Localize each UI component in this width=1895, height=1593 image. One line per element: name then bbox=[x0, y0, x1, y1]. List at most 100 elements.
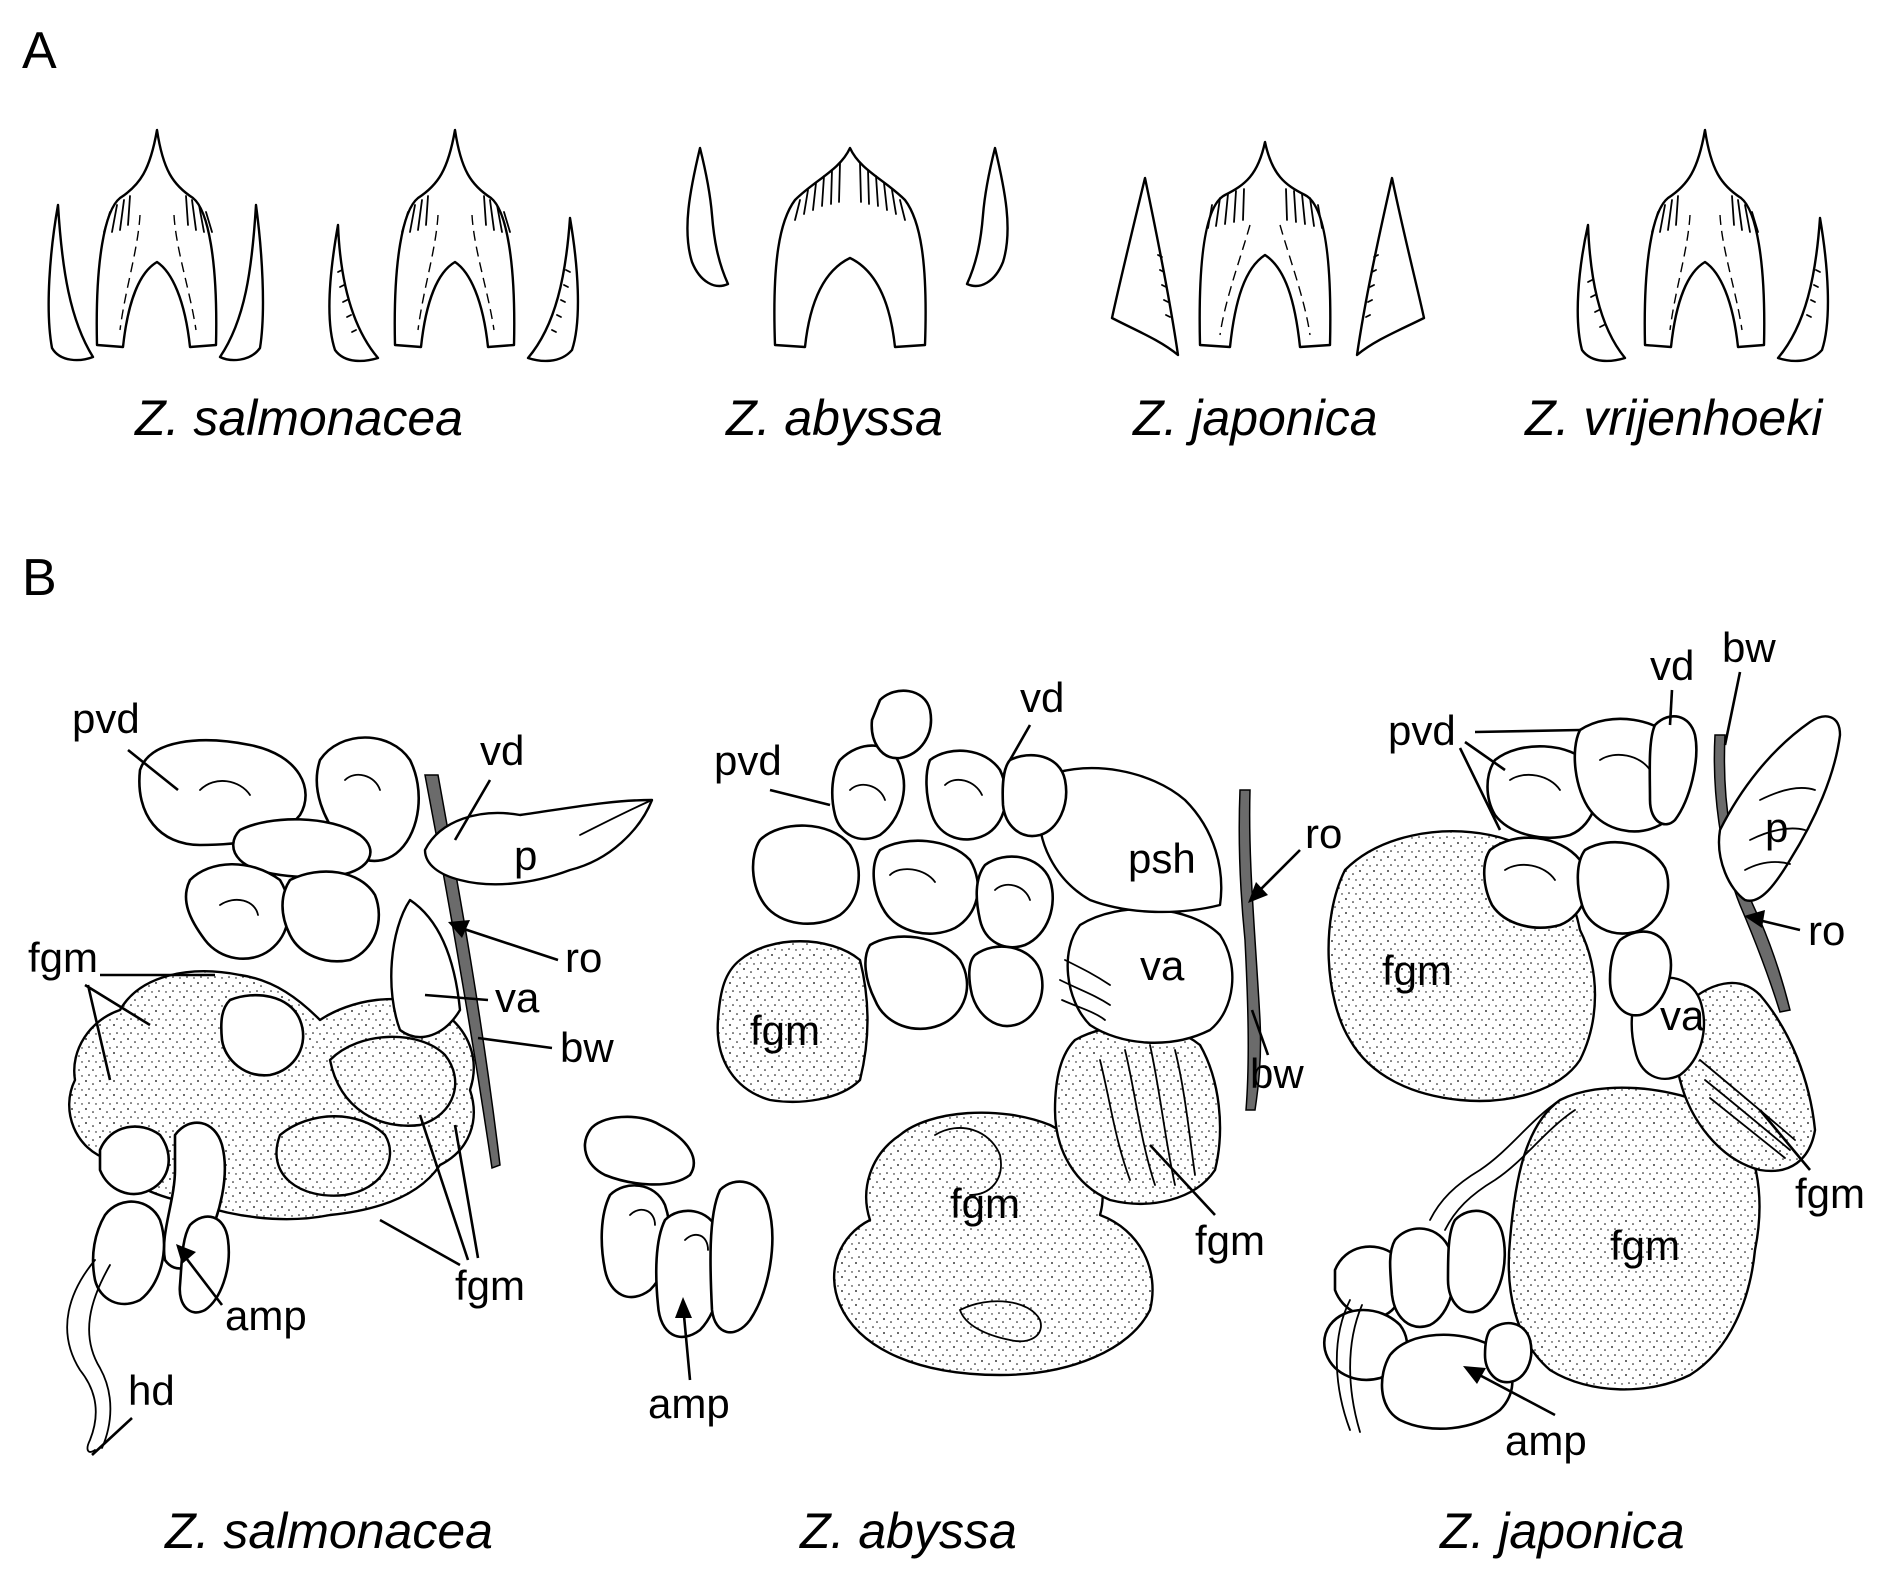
lateral-tooth-left bbox=[328, 223, 380, 363]
central-tooth bbox=[773, 146, 927, 349]
label-va: va bbox=[1660, 992, 1705, 1039]
panel-b: B bbox=[22, 549, 1865, 1559]
ampulla-coil bbox=[98, 1125, 170, 1196]
pallial-vas-deferens-coil bbox=[751, 824, 861, 926]
species-label-b-abyssa: Z. abyssa bbox=[799, 1503, 1017, 1559]
species-label-a-abyssa: Z. abyssa bbox=[725, 390, 943, 446]
lateral-tooth-left bbox=[686, 146, 730, 288]
label-vd: vd bbox=[480, 727, 524, 774]
ampulla-coil bbox=[654, 1209, 724, 1339]
lateral-tooth-right bbox=[218, 203, 265, 362]
lateral-tooth-right bbox=[965, 146, 1009, 288]
panel-a-letter: A bbox=[22, 22, 57, 80]
species-label-a-vrijenhoeki: Z. vrijenhoeki bbox=[1524, 390, 1824, 446]
pallial-vas-deferens-coil bbox=[219, 993, 305, 1077]
pallial-vas-deferens-coil bbox=[138, 739, 307, 847]
reproductive-system-japonica bbox=[1322, 715, 1842, 1433]
leader-fgm-right bbox=[1149, 1144, 1216, 1216]
pallial-vas-deferens-coil bbox=[968, 945, 1044, 1028]
pallial-vas-deferens-coil bbox=[975, 855, 1054, 949]
label-fgm-center: fgm bbox=[1610, 1222, 1680, 1269]
label-psh: psh bbox=[1128, 835, 1196, 882]
label-bw: bw bbox=[1722, 624, 1776, 671]
leader-ro-arrowhead bbox=[1744, 910, 1765, 928]
label-pvd: pvd bbox=[1388, 707, 1456, 754]
label-bw: bw bbox=[560, 1024, 614, 1071]
central-tooth-ridge bbox=[1669, 214, 1743, 331]
label-fgm-right: fgm bbox=[1195, 1217, 1265, 1264]
leader-vd bbox=[1668, 689, 1674, 726]
ampulla-coil bbox=[91, 1200, 166, 1306]
pallial-vas-deferens-coil bbox=[1608, 930, 1673, 1017]
ampulla-coil bbox=[1446, 1209, 1507, 1314]
species-label-b-salmonacea: Z. salmonacea bbox=[164, 1503, 493, 1559]
label-ro: ro bbox=[1305, 810, 1342, 857]
female-gland-lobe bbox=[275, 1115, 392, 1197]
lateral-tooth-serration bbox=[551, 269, 571, 333]
label-pvd: pvd bbox=[714, 737, 782, 784]
pallial-vas-deferens-coil bbox=[1576, 841, 1670, 935]
ampulla-coil bbox=[1483, 1321, 1533, 1384]
body-wall bbox=[1238, 789, 1262, 1111]
labels-abyssa: vd pvd psh ro va bw fgm fgm fgm amp bbox=[648, 674, 1342, 1427]
label-fgm-bottom: fgm bbox=[455, 1262, 525, 1309]
pallial-vas-deferens-coil bbox=[281, 870, 381, 963]
leader-fgm-top bbox=[84, 973, 215, 1081]
leader-pvd bbox=[769, 788, 831, 807]
labels-japonica: vd bw pvd p ro va fgm fgm fgm amp bbox=[1382, 624, 1865, 1464]
panel-a: A bbox=[22, 22, 1830, 446]
central-tooth-ridge bbox=[1219, 224, 1311, 336]
ampulla-coil bbox=[1380, 1333, 1514, 1430]
gland-striation bbox=[1699, 1059, 1796, 1159]
label-pvd: pvd bbox=[72, 695, 140, 742]
pallial-vas-deferens-coil bbox=[830, 744, 906, 841]
leader-va bbox=[424, 993, 489, 1002]
pallial-vas-deferens-coil bbox=[1486, 744, 1599, 839]
lateral-tooth-serration bbox=[1157, 254, 1171, 318]
lateral-tooth-right bbox=[526, 216, 580, 363]
pallial-vas-deferens-coil bbox=[925, 749, 1008, 841]
hermaphroditic-duct bbox=[1429, 1099, 1576, 1231]
penis bbox=[1717, 715, 1842, 902]
pallial-vas-deferens-coil bbox=[864, 935, 969, 1031]
lateral-tooth-right bbox=[1355, 176, 1426, 357]
species-label-b-japonica: Z. japonica bbox=[1439, 1503, 1685, 1559]
central-tooth bbox=[393, 128, 516, 349]
radula-vrijenhoeki bbox=[1576, 128, 1830, 363]
label-hd: hd bbox=[128, 1367, 175, 1414]
gland-striation bbox=[1099, 1044, 1196, 1186]
lateral-tooth-left bbox=[1110, 176, 1180, 357]
label-vd: vd bbox=[1020, 674, 1064, 721]
label-amp: amp bbox=[225, 1292, 307, 1339]
female-gland-mass bbox=[716, 940, 869, 1103]
central-tooth bbox=[95, 128, 218, 349]
panel-b-letter: B bbox=[22, 549, 57, 607]
central-tooth-ridge bbox=[119, 214, 197, 331]
lateral-tooth-left bbox=[1576, 223, 1627, 363]
leader-vd bbox=[1008, 724, 1032, 761]
penis-fold bbox=[1744, 787, 1816, 871]
vagina-striation bbox=[1059, 959, 1111, 1021]
species-label-a-japonica: Z. japonica bbox=[1132, 390, 1378, 446]
label-va: va bbox=[495, 974, 540, 1021]
label-fgm-top: fgm bbox=[28, 934, 98, 981]
pallial-vas-deferens-coil bbox=[1648, 715, 1698, 826]
label-ro: ro bbox=[1808, 907, 1845, 954]
leader-vd bbox=[453, 779, 492, 841]
leader-amp-arrowhead bbox=[176, 1244, 196, 1264]
coil-detail bbox=[849, 778, 1031, 901]
leader-fgm-bottom bbox=[379, 1114, 480, 1267]
labels-salmonacea: pvd vd p ro va bw fgm fgm amp hd bbox=[28, 695, 614, 1456]
reproductive-system-salmonacea bbox=[66, 736, 654, 1453]
label-amp: amp bbox=[648, 1380, 730, 1427]
label-fgm-center: fgm bbox=[950, 1180, 1020, 1227]
central-tooth bbox=[1198, 140, 1332, 349]
leader-bw bbox=[1723, 671, 1742, 746]
leader-pvd bbox=[127, 748, 179, 792]
species-label-a-salmonacea: Z. salmonacea bbox=[134, 390, 463, 446]
hermaphroditic-duct bbox=[88, 1264, 112, 1449]
ampulla-coil bbox=[709, 1180, 774, 1334]
label-fgm-right: fgm bbox=[1795, 1170, 1865, 1217]
label-fgm-left: fgm bbox=[750, 1007, 820, 1054]
